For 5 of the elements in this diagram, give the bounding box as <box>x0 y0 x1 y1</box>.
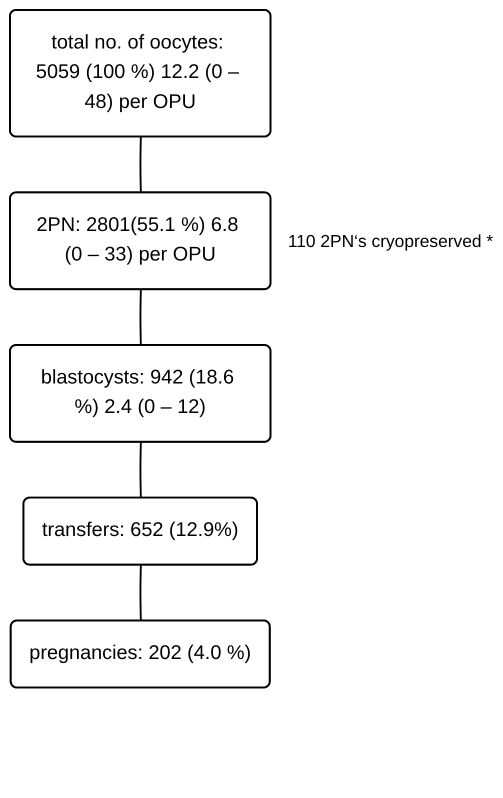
connector <box>140 442 142 498</box>
side-note: 110 2PN‘s cryopreserved * <box>288 230 494 251</box>
connector <box>140 137 142 193</box>
connector <box>140 565 142 622</box>
connector <box>140 290 142 346</box>
